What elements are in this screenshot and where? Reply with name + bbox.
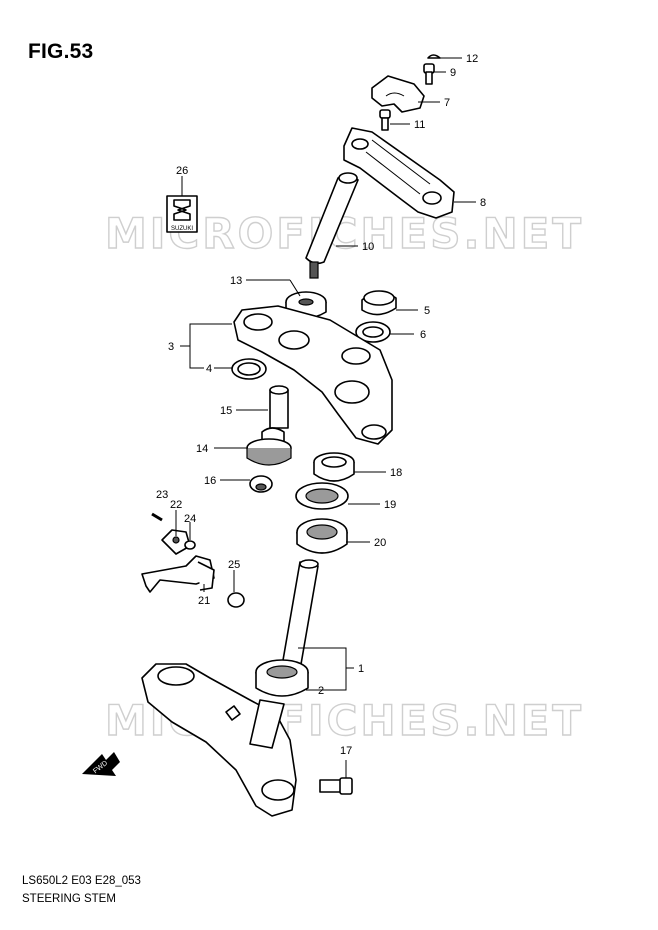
part-cap-25 — [227, 592, 245, 608]
callout-12: 12 — [466, 53, 478, 65]
part-screw-23 — [151, 512, 163, 522]
part-grommet-16 — [249, 475, 273, 493]
part-upper-holder-7 — [371, 75, 425, 113]
part-nut-13 — [285, 291, 327, 319]
callout-5: 5 — [424, 305, 430, 317]
leader-lines — [175, 57, 476, 778]
callout-10: 10 — [362, 241, 374, 253]
forward-arrow-icon: FWD — [82, 752, 120, 776]
callout-26: 26 — [176, 165, 188, 177]
part-bolt-11 — [379, 109, 391, 131]
part-guide-21 — [141, 555, 215, 593]
part-cap-12 — [427, 54, 441, 59]
callout-19: 19 — [384, 499, 396, 511]
callout-7: 7 — [444, 97, 450, 109]
callout-3: 3 — [168, 341, 174, 353]
suzuki-emblem: SUZUKI — [166, 195, 198, 233]
callout-13: 13 — [230, 275, 242, 287]
part-lower-bracket — [141, 663, 297, 817]
callout-9: 9 — [450, 67, 456, 79]
callout-4: 4 — [206, 363, 212, 375]
part-seal-19 — [295, 482, 349, 510]
suzuki-logo-text: SUZUKI — [171, 226, 193, 232]
part-bearing-2 — [255, 659, 309, 697]
callout-11: 11 — [414, 119, 425, 131]
part-washer-6 — [355, 321, 391, 343]
callout-22: 22 — [170, 499, 182, 511]
part-bushing-14 — [246, 427, 292, 466]
callout-17: 17 — [340, 745, 352, 757]
part-clamp-22 — [161, 529, 191, 555]
part-bolt-9 — [423, 63, 435, 85]
callout-16: 16 — [204, 475, 216, 487]
part-bearing-20 — [296, 518, 348, 554]
callout-23: 23 — [156, 489, 168, 501]
callout-1: 1 — [358, 663, 364, 675]
part-cap-5 — [361, 290, 397, 316]
callout-18: 18 — [390, 467, 402, 479]
callout-15: 15 — [220, 405, 232, 417]
callout-6: 6 — [420, 329, 426, 341]
figure-name: STEERING STEM — [22, 893, 116, 905]
part-steering-stem-1 — [281, 559, 319, 671]
part-rod-10 — [305, 172, 359, 279]
callout-14: 14 — [196, 443, 208, 455]
callout-20: 20 — [374, 537, 386, 549]
part-pin-15 — [269, 385, 289, 429]
part-washer-24 — [184, 540, 196, 550]
figure-title: FIG.53 — [28, 40, 94, 63]
part-upper-bracket-3 — [233, 305, 393, 445]
part-bolt-17 — [319, 777, 353, 795]
part-lower-holder-8 — [343, 127, 455, 219]
part-nut-18 — [313, 452, 355, 482]
callout-25: 25 — [228, 559, 240, 571]
callout-2: 2 — [318, 685, 324, 697]
callout-labels: 1 2 3 4 5 6 7 8 9 10 11 12 13 14 15 16 1… — [156, 53, 486, 757]
callout-8: 8 — [480, 197, 486, 209]
callout-21: 21 — [198, 595, 210, 607]
model-code: LS650L2 E03 E28_053 — [22, 875, 141, 887]
part-washer-4 — [231, 358, 267, 380]
callout-24: 24 — [184, 513, 196, 525]
